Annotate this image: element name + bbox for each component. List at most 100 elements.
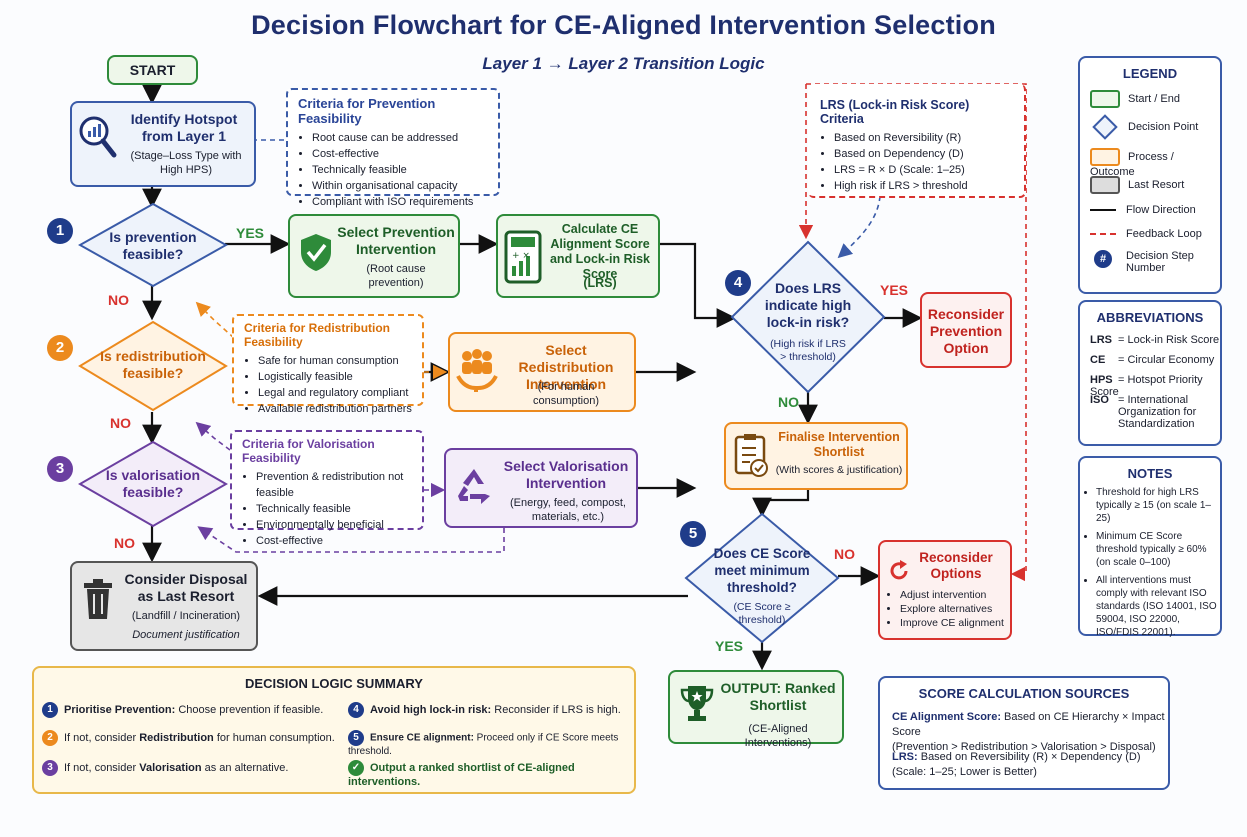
prevention-criteria-list: Root cause can be addressed Cost-effecti… <box>298 130 488 210</box>
legend-label: Decision Step Number <box>1126 250 1194 274</box>
check-circle-icon: ✓ <box>348 760 364 776</box>
summary-pre: If not, consider <box>64 731 140 744</box>
notes-panel: NOTES Threshold for high LRS typically ≥… <box>1078 456 1222 639</box>
legend-label: Flow Direction <box>1126 204 1196 216</box>
summary-text: Reconsider if LRS is high. <box>491 703 621 716</box>
legend-swatch-green <box>1090 90 1120 108</box>
select-valorisation-box: Select Valorisation Intervention (Energy… <box>444 448 638 528</box>
calculate-title: Calculate CE Alignment Score and Lock-in… <box>549 222 651 281</box>
d5-yes-label: YES <box>715 638 744 654</box>
summary-num: 1 <box>42 702 58 718</box>
decision-5-label: Does CE Score meet minimum threshold? <box>713 546 811 595</box>
summary-num: 3 <box>42 760 58 776</box>
legend-title: LEGEND <box>1122 66 1178 81</box>
legend-item-step: #Decision Step Number <box>1090 250 1214 274</box>
start-node: START <box>107 55 198 85</box>
page-subtitle: Layer 1 → Layer 2 Transition Logic <box>482 54 765 73</box>
abbr-def: = Hotspot Priority Score <box>1090 374 1203 398</box>
disposal-sub: (Landfill / Incineration) <box>131 610 241 622</box>
abbr-def: = International Organization for Standar… <box>1118 394 1197 430</box>
dash-valorisation-loop <box>197 526 505 553</box>
notes-title: NOTES <box>1127 466 1173 481</box>
sources-lrs: LRS: Based on Reversibility (R) × Depend… <box>892 750 1168 780</box>
summary-num: 4 <box>348 702 364 718</box>
option-item: Explore alternatives <box>900 602 1004 616</box>
note-item: All interventions must comply with relev… <box>1096 574 1218 639</box>
criteria-item: LRS = R × D (Scale: 1–25) <box>834 162 1012 178</box>
trophy-icon <box>680 686 714 721</box>
abbr-row: ISO = International Organization for Stan… <box>1090 394 1216 430</box>
step-number-5: 5 <box>680 521 706 547</box>
legend-panel: LEGEND Start / End Decision Point Proces… <box>1078 56 1222 294</box>
legend-label: Process / Outcome <box>1090 150 1174 178</box>
legend-label: Decision Point <box>1128 120 1199 133</box>
dash-lrs-criteria <box>837 195 881 259</box>
criteria-item: Cost-effective <box>256 533 412 549</box>
abbr-key: LRS <box>1090 334 1112 346</box>
criteria-item: Technically feasible <box>256 501 412 517</box>
people-hands-icon <box>456 349 498 392</box>
d1-no-label: NO <box>108 292 129 308</box>
valorisation-criteria-title: Criteria for Valorisation Feasibility <box>242 437 375 465</box>
decision-2-label: Is redistribution feasible? <box>100 348 206 381</box>
refresh-icon <box>890 560 908 580</box>
abbr-row: HPS= Hotspot Priority Score <box>1090 374 1220 398</box>
shield-check-icon <box>301 234 331 271</box>
calculate-box: + × Calculate CE Alignment Score and Loc… <box>496 214 660 298</box>
criteria-item: Legal and regulatory compliant <box>258 385 412 401</box>
prevention-criteria-title: Criteria for Prevention Feasibility <box>298 96 436 126</box>
score-sources-panel: SCORE CALCULATION SOURCES CE Alignment S… <box>878 676 1170 790</box>
note-item: Minimum CE Score threshold typically ≥ 6… <box>1096 530 1218 569</box>
abbr-key: ISO <box>1090 394 1109 406</box>
abbr-key: CE <box>1090 354 1106 366</box>
select-prevention-box: Select Prevention Intervention (Root cau… <box>288 214 460 298</box>
abbr-def: = Lock-in Risk Score <box>1118 334 1220 346</box>
select-redistribution-box: Select Redistribution Intervention (For … <box>448 332 636 412</box>
reconsider-options-title: Reconsider Options <box>919 550 993 581</box>
criteria-item: Cost-effective <box>312 146 488 162</box>
lrs-criteria-title: LRS (Lock-in Risk Score) Criteria <box>820 98 970 126</box>
identify-sub: (Stage–Loss Type with High HPS) <box>130 150 242 176</box>
decision-5-diamond <box>684 512 840 644</box>
abbr-def: = Circular Economy <box>1118 354 1215 366</box>
output-title: OUTPUT: Ranked Shortlist <box>720 680 836 713</box>
criteria-item: Root cause can be addressed <box>312 130 488 146</box>
criteria-item: Based on Reversibility (R) <box>834 130 1012 146</box>
legend-swatch-feedback <box>1090 233 1116 236</box>
sources-lrs-detail: (Scale: 1–25; Lower is Better) <box>892 766 1037 778</box>
select-valorisation-sub: (Energy, feed, compost, materials, etc.) <box>510 497 626 523</box>
finalise-box: Finalise Intervention Shortlist (With sc… <box>724 422 908 490</box>
abbr-row: LRS = Lock-in Risk Score <box>1090 334 1219 346</box>
summary-pre: If not, consider <box>64 761 140 774</box>
calculate-sub: (LRS) <box>583 276 617 290</box>
select-valorisation-title: Select Valorisation Intervention <box>503 458 629 491</box>
disposal-note: Document justification <box>132 629 240 641</box>
reconsider-options-list: Adjust intervention Explore alternatives… <box>886 588 1004 630</box>
criteria-item: Logistically feasible <box>258 369 412 385</box>
summary-bold: Avoid high lock-in risk: <box>370 703 492 716</box>
select-prevention-sub: (Root cause prevention) <box>366 263 426 289</box>
redistribution-criteria-title: Criteria for Redistribution Feasibility <box>244 321 391 349</box>
summary-num: 5 <box>348 730 364 746</box>
finalise-title: Finalise Intervention Shortlist <box>778 430 900 459</box>
d4-yes-label: YES <box>880 282 909 298</box>
decision-1-label: Is prevention feasible? <box>109 229 197 262</box>
clipboard-check-icon <box>734 434 768 477</box>
redistribution-criteria-list: Safe for human consumption Logistically … <box>244 353 412 417</box>
arrow-calc-d4 <box>660 242 737 328</box>
arrow-finalise-d5 <box>752 490 810 518</box>
criteria-item: Safe for human consumption <box>258 353 412 369</box>
output-sub: (CE-Aligned Interventions) <box>744 723 812 749</box>
decision-3-label: Is valorisation feasible? <box>105 467 201 500</box>
page-title: Decision Flowchart for CE-Aligned Interv… <box>251 10 996 40</box>
reconsider-options-box: Reconsider Options Adjust intervention E… <box>878 540 1012 640</box>
legend-item-process: Process / Outcome <box>1090 148 1220 178</box>
summary-text: Choose prevention if feasible. <box>175 703 324 716</box>
decision-4-label: Does LRS indicate high lock-in risk? <box>764 280 852 330</box>
criteria-item: Available redistribution partners <box>258 401 412 417</box>
sources-ce-detail: (Prevention > Redistribution > Valorisat… <box>892 741 1156 753</box>
select-redistribution-title: Select Redistribution Intervention <box>518 342 614 392</box>
